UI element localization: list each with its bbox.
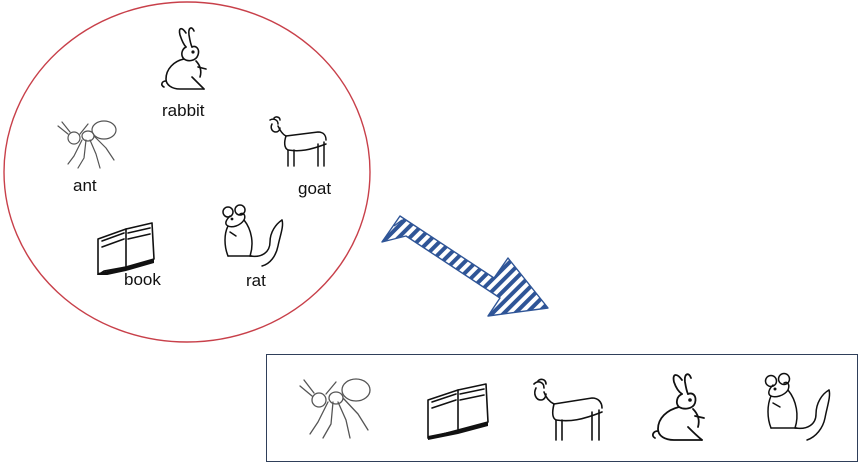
book-icon xyxy=(94,219,158,275)
goat-icon xyxy=(266,114,332,170)
book-label: book xyxy=(124,270,161,290)
book-icon xyxy=(424,378,492,440)
goat-icon xyxy=(528,376,608,444)
ant-label: ant xyxy=(73,176,97,196)
goat-label: goat xyxy=(298,179,331,199)
rabbit-icon xyxy=(646,370,722,444)
hatched-arrow-icon xyxy=(376,212,556,324)
rabbit-label: rabbit xyxy=(162,101,205,121)
rabbit-icon xyxy=(156,25,220,93)
ant-icon xyxy=(292,372,376,442)
rat-icon xyxy=(760,370,838,446)
rat-icon xyxy=(218,202,290,272)
rat-label: rat xyxy=(246,271,266,291)
ant-icon xyxy=(52,116,122,172)
